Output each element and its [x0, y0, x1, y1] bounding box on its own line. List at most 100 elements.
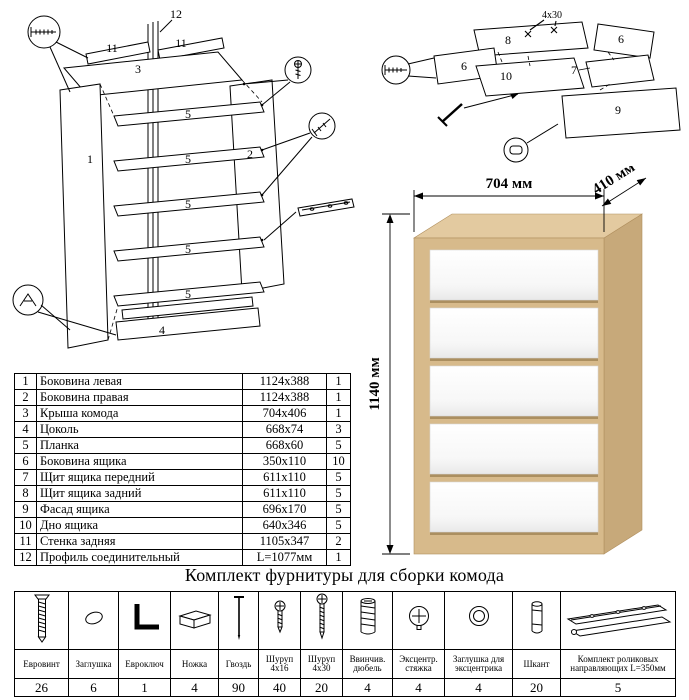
dresser-right-side	[603, 213, 643, 555]
hardware-qty: 6	[68, 678, 119, 697]
hardware-icon-cell	[392, 591, 445, 650]
confirmat-callout	[27, 15, 89, 93]
hardware-qty: 5	[560, 678, 676, 697]
plank-parts	[113, 101, 265, 307]
hardware-qty: 20	[512, 678, 561, 697]
part-qty: 5	[326, 517, 351, 534]
hardware-icon-cell	[342, 591, 393, 650]
back-wall-right-part	[157, 37, 225, 61]
dresser-top	[412, 213, 644, 239]
drawer-facade-part	[561, 87, 681, 139]
part-qty: 1	[326, 405, 351, 422]
part-size: 611x110	[242, 485, 327, 502]
hardware-name: Шуруп 4х16	[258, 649, 301, 679]
part-number: 12	[14, 549, 37, 566]
cap-icon	[84, 611, 103, 625]
width-dimension	[413, 190, 605, 232]
part-number: 8	[14, 485, 37, 502]
hardware-qty: 4	[392, 678, 445, 697]
nail-icon	[233, 596, 244, 640]
drawer-dowel-callout	[503, 123, 559, 163]
screw-4x30-icon	[316, 593, 327, 640]
part-qty: 2	[326, 533, 351, 550]
part-qty: 1	[326, 549, 351, 566]
part-label-5a: 5	[185, 107, 191, 121]
part-label-5e: 5	[185, 287, 191, 301]
back-wall-left-part	[85, 41, 151, 65]
part-size: 704x406	[242, 405, 327, 422]
part-qty: 10	[326, 453, 351, 470]
part-label-4: 4	[159, 323, 165, 337]
height-dimension-label: 1140 мм	[367, 357, 383, 410]
drawer-slide-icon	[566, 604, 672, 637]
hardware-qty-row: 26 6 1 4 90 40 20 4 4 4 20 5	[14, 678, 676, 697]
screw-4x16-icon	[274, 600, 285, 634]
part-number: 1	[14, 373, 37, 390]
part-number: 5	[14, 437, 37, 454]
hardware-qty: 4	[170, 678, 219, 697]
dresser-svg: 704 мм 410 мм 1140 мм	[367, 159, 647, 555]
part-size: 350x110	[242, 453, 327, 470]
part-number: 4	[14, 421, 37, 438]
hardware-name: Ножка	[170, 649, 219, 679]
slide-rail-callout	[263, 198, 355, 241]
part-qty: 1	[326, 373, 351, 390]
hardware-icon-cell	[14, 591, 69, 650]
bracket-callout	[12, 284, 117, 336]
part-name: Профиль соединительный	[36, 549, 243, 566]
hardware-icon-cell	[512, 591, 561, 650]
drawer-exploded-diagram: 8 4х30 6 6 10 7 9	[378, 6, 686, 173]
part-label-11a: 11	[106, 41, 118, 55]
hardware-icon-cell	[444, 591, 513, 650]
drawer-guide-lines	[497, 51, 615, 91]
cam-lock-icon	[408, 606, 429, 630]
hardware-icon-cell	[68, 591, 119, 650]
drawer-gap-shadows	[430, 300, 598, 535]
part-qty: 3	[326, 421, 351, 438]
part-size: 1124x388	[242, 373, 327, 390]
drawer-back-shield-part	[473, 21, 589, 57]
hardware-qty: 40	[258, 678, 301, 697]
hardware-name: Шуруп 4х30	[300, 649, 343, 679]
part-label-10: 10	[500, 69, 512, 83]
plinth-parts	[115, 296, 261, 341]
depth-dimension	[601, 177, 647, 207]
part-qty: 5	[326, 501, 351, 518]
hex-key-icon	[134, 604, 159, 630]
height-dimension	[382, 213, 410, 555]
hardware-icon-cell	[170, 591, 219, 650]
part-number: 6	[14, 453, 37, 470]
part-size: 668x74	[242, 421, 327, 438]
drawer-front-2	[429, 307, 599, 359]
depth-dimension-label: 410 мм	[590, 166, 638, 198]
part-qty: 5	[326, 469, 351, 486]
part-number: 10	[14, 517, 37, 534]
left-side-part	[59, 83, 109, 349]
part-label-8: 8	[505, 33, 511, 47]
hardware-icon-cell	[258, 591, 301, 650]
frame-exploded-diagram: 12 11 11 3 1 2 5 5 5 5 5 4	[0, 0, 368, 377]
part-name: Фасад ящика	[36, 501, 243, 518]
hardware-names-row: Евровинт Заглушка Евроключ Ножка Гвоздь …	[14, 649, 676, 679]
part-size: 611x110	[242, 469, 327, 486]
drawer-front-3	[429, 365, 599, 417]
part-name: Планка	[36, 437, 243, 454]
drawer-confirmat-callout	[381, 55, 437, 85]
hardware-name: Евроключ	[118, 649, 171, 679]
screw-size-label: 4х30	[542, 10, 562, 21]
part-label-5d: 5	[185, 242, 191, 256]
hardware-qty: 26	[14, 678, 69, 697]
screw-in-dowel-icon	[360, 598, 375, 635]
part-label-6a: 6	[618, 32, 624, 46]
drawer-bottom-part	[475, 57, 585, 97]
part-number: 7	[14, 469, 37, 486]
part-label-1: 1	[87, 152, 93, 166]
part-number: 3	[14, 405, 37, 422]
